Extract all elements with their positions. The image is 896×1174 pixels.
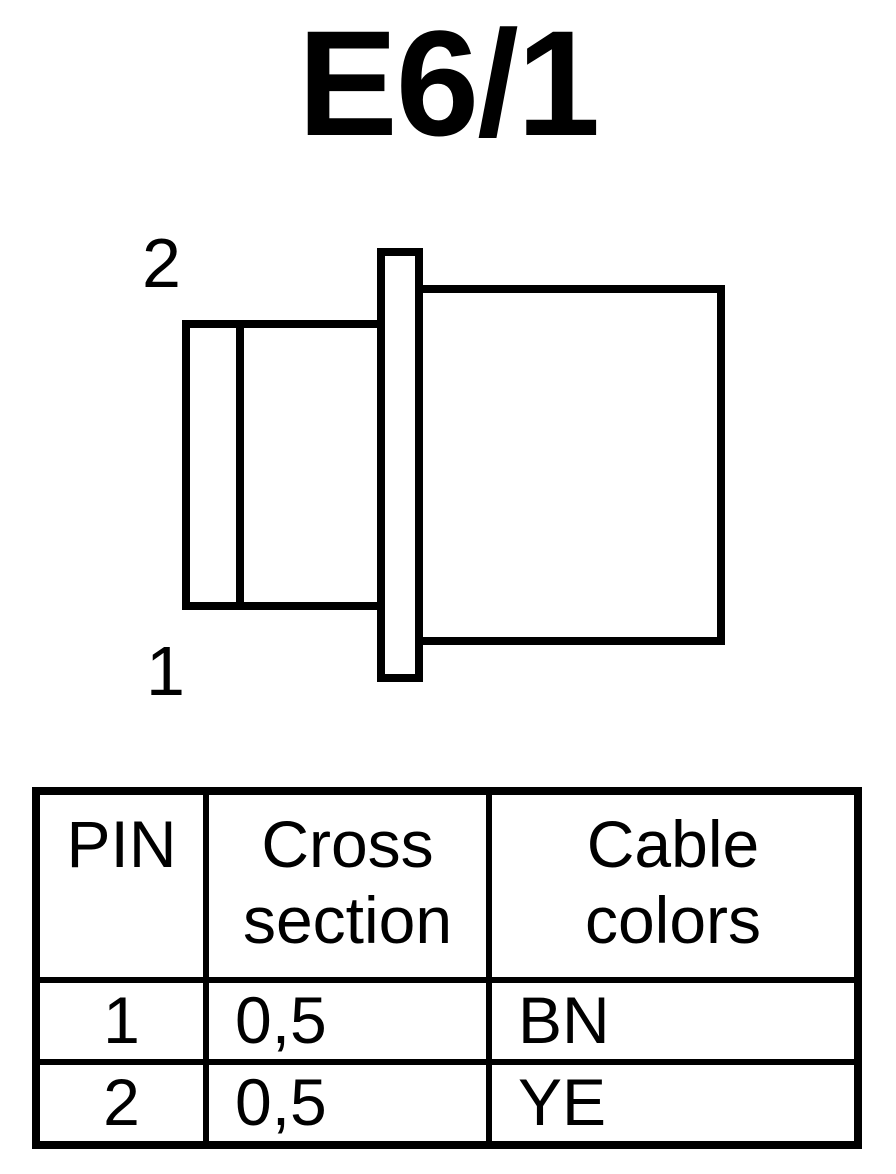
header-cable-colors: Cable colors [486, 788, 861, 983]
header-cross-line2: section [242, 882, 453, 957]
header-cross-line1: Cross [261, 807, 434, 881]
cell-cable-color: BN [486, 977, 861, 1065]
connector-flange [377, 248, 423, 682]
table-row: 1 0,5 BN [33, 977, 861, 1065]
connector-front-body [182, 320, 388, 610]
table-row: 2 0,5 YE [33, 1059, 861, 1148]
header-pin: PIN [33, 788, 209, 983]
connector-rear-body [415, 285, 725, 645]
connector-drawing [182, 248, 725, 682]
cell-cross-section: 0,5 [203, 1059, 492, 1148]
table-header-row: PIN Cross section Cable colors [33, 788, 861, 983]
cell-pin: 1 [33, 977, 209, 1065]
header-colors-line2: colors [584, 882, 762, 957]
cell-pin: 2 [33, 1059, 209, 1148]
cell-cross-section: 0,5 [203, 977, 492, 1065]
header-cross-section: Cross section [203, 788, 492, 983]
pin-1-label: 1 [146, 632, 185, 710]
diagram-title: E6/1 [297, 0, 601, 167]
header-colors-line1: Cable [586, 807, 760, 881]
pin-assignment-table: PIN Cross section Cable colors 1 0,5 BN … [32, 787, 862, 1149]
pin-2-label: 2 [142, 224, 181, 302]
header-pin-text: PIN [66, 807, 177, 881]
cell-cable-color: YE [486, 1059, 861, 1148]
